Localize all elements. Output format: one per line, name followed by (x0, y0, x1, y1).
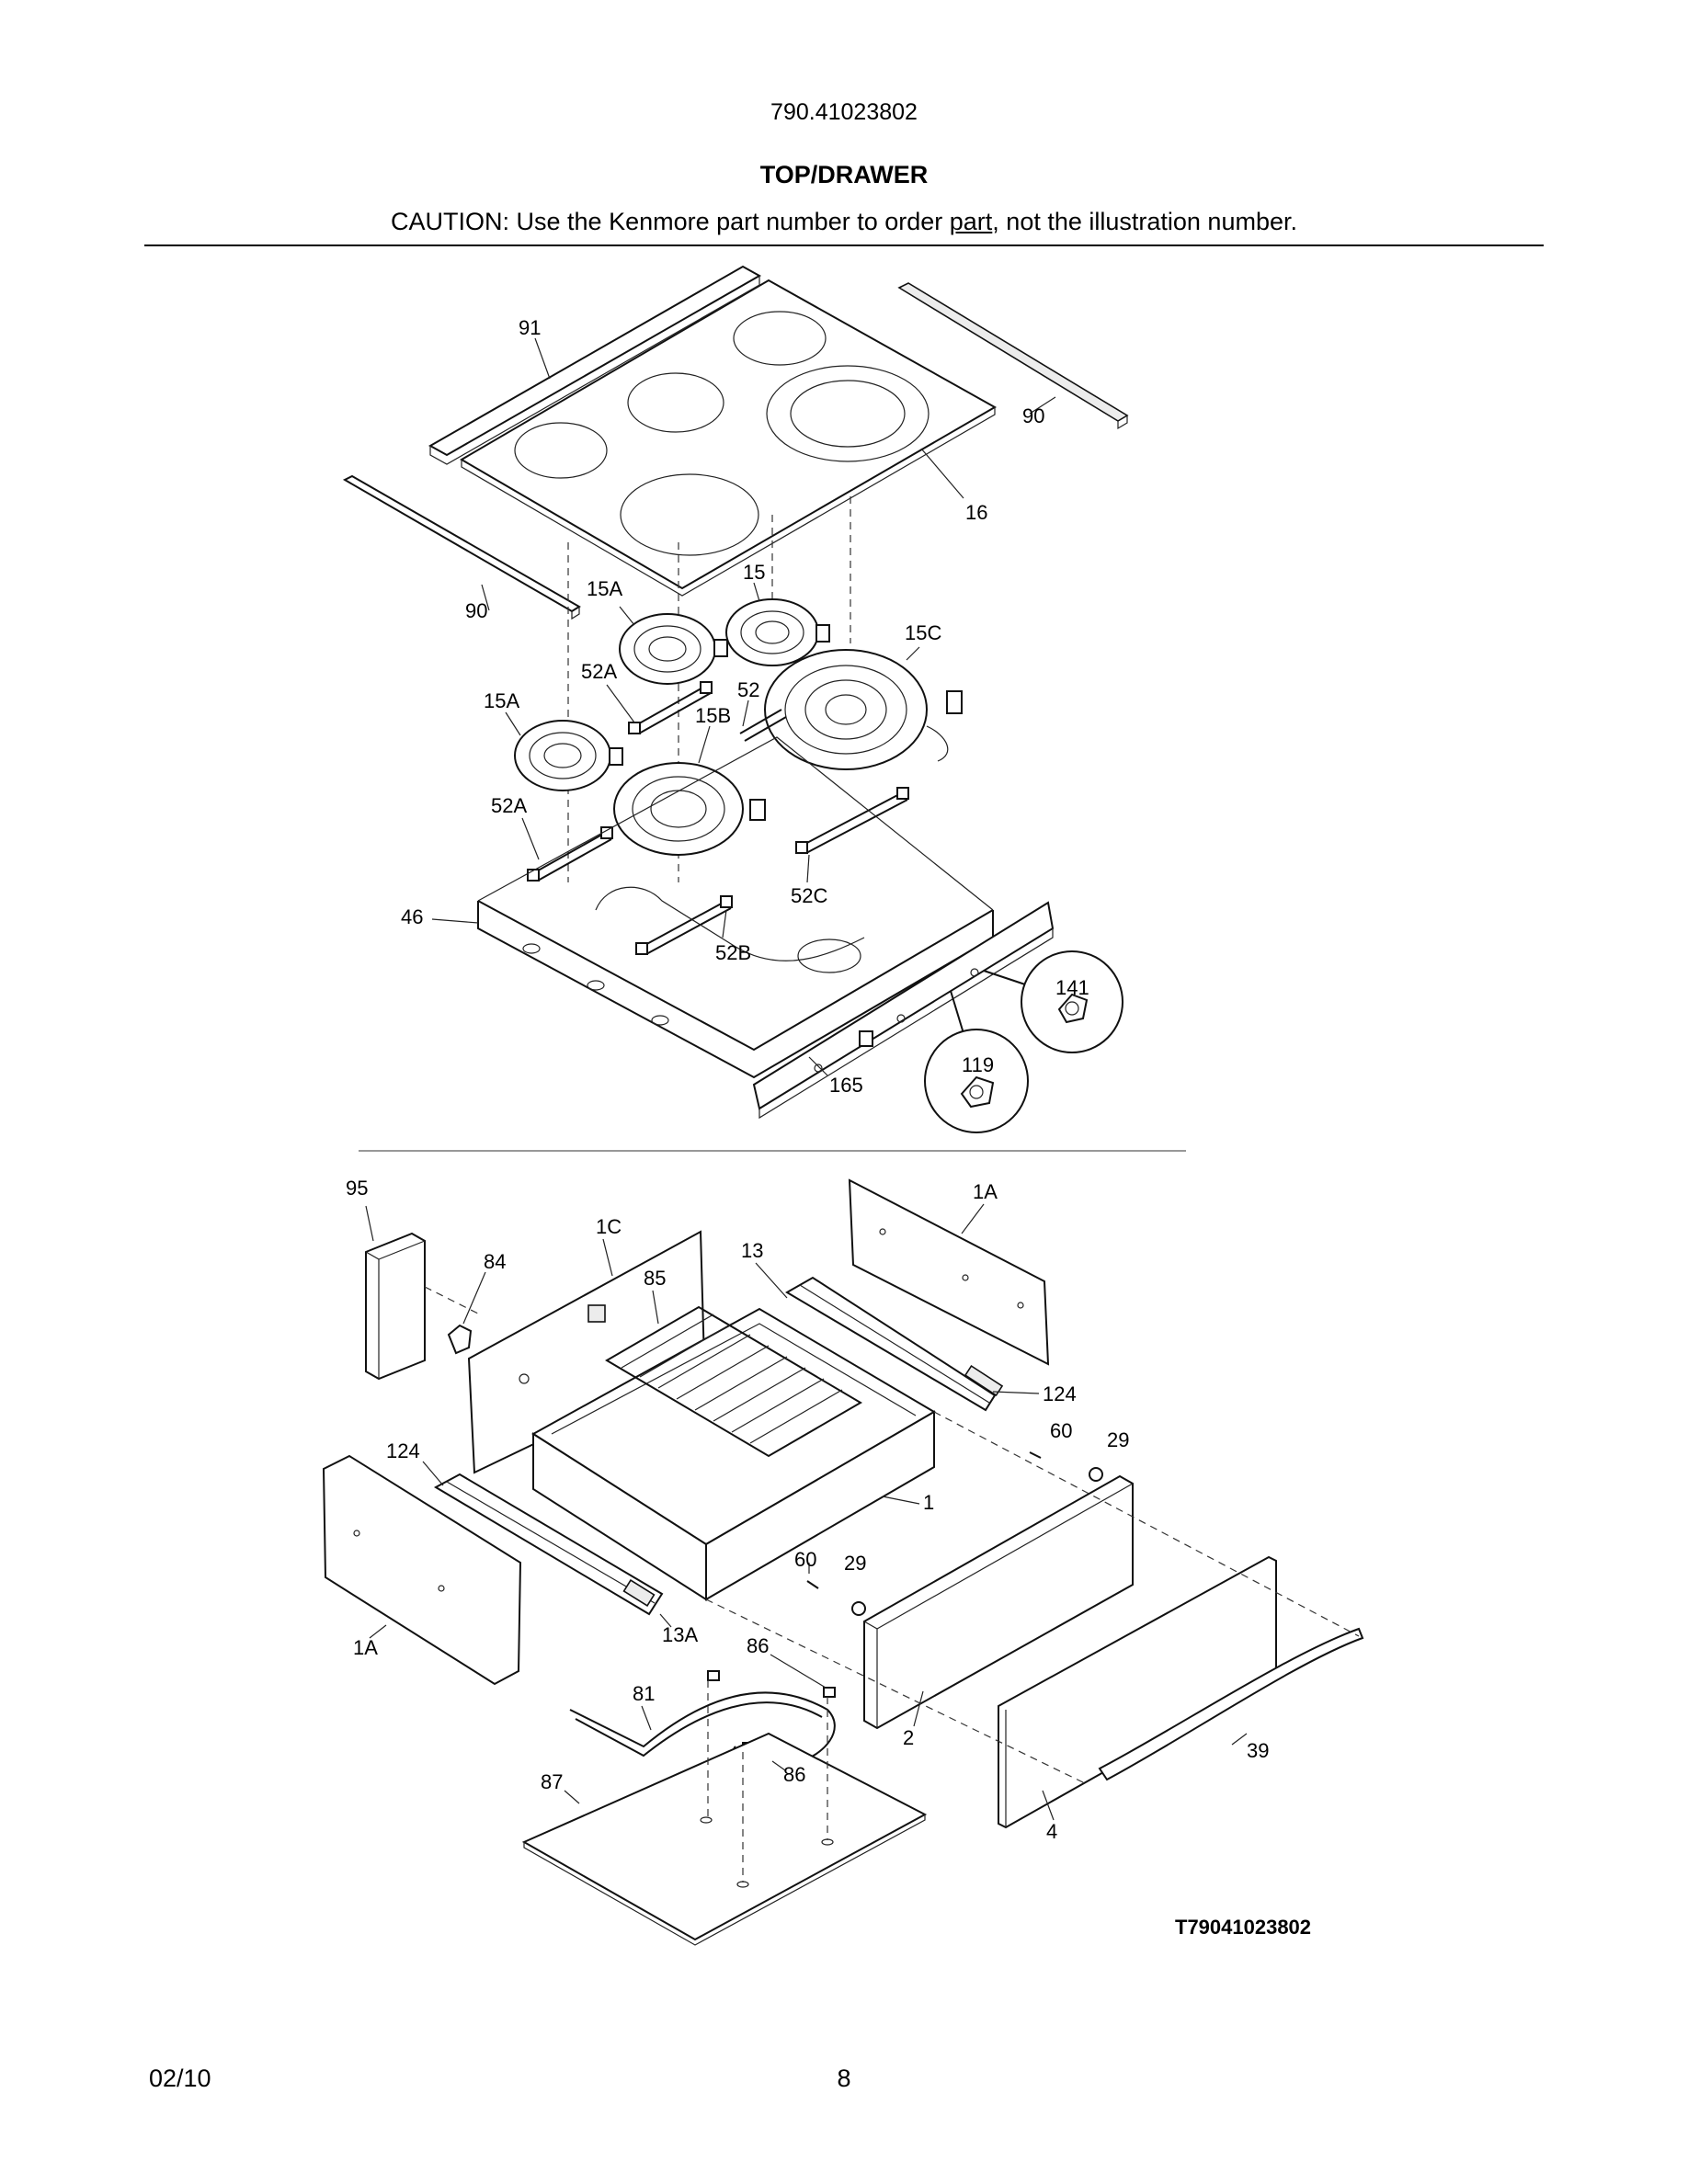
label-86b: 86 (783, 1763, 805, 1786)
label-52A-b: 52A (491, 794, 527, 817)
bracket-52 (739, 709, 787, 742)
slide-rail-13 (785, 1276, 1004, 1412)
label-87: 87 (541, 1770, 563, 1793)
drawer-handle-39 (1098, 1627, 1364, 1781)
label-15B: 15B (695, 704, 731, 727)
label-16: 16 (965, 501, 987, 524)
label-15A-b: 15A (484, 689, 519, 712)
caution-suffix: , not the illustration number. (992, 208, 1297, 235)
element-15B (613, 762, 766, 856)
label-1C: 1C (596, 1215, 622, 1238)
label-29b: 29 (844, 1552, 866, 1575)
label-4: 4 (1046, 1820, 1057, 1843)
caution-prefix: CAUTION: Use the Kenmore part number to … (391, 208, 950, 235)
label-124b: 124 (386, 1439, 420, 1462)
label-1A-b: 1A (353, 1636, 378, 1659)
trim-strip-90-right (897, 282, 1129, 430)
cooktop-glass-16 (460, 279, 998, 597)
element-15C (764, 649, 963, 770)
label-119: 119 (962, 1053, 994, 1076)
label-39: 39 (1247, 1739, 1269, 1762)
label-60: 60 (1050, 1419, 1072, 1442)
model-number: 790.41023802 (770, 99, 918, 125)
cooktop-tray-46 (477, 736, 994, 1079)
label-90: 90 (1022, 404, 1044, 427)
label-85: 85 (644, 1267, 666, 1290)
drawer-panel-2 (863, 1474, 1134, 1730)
caution-note: CAUTION: Use the Kenmore part number to … (0, 208, 1688, 236)
label-52B: 52B (715, 941, 751, 964)
oven-floor-87 (521, 1732, 928, 1946)
hardware-60-29 (806, 1451, 1103, 1616)
drawer-box-1 (531, 1307, 936, 1601)
label-2: 2 (903, 1726, 914, 1749)
header-divider (144, 245, 1544, 246)
label-29: 29 (1107, 1428, 1129, 1451)
drawing-code: T79041023802 (1175, 1916, 1311, 1939)
trim-strip-90-left (342, 474, 581, 620)
element-15A-front (514, 720, 623, 791)
label-52: 52 (737, 678, 759, 701)
element-15 (725, 598, 830, 666)
callout-141 (983, 950, 1123, 1053)
trim-strip-91 (428, 265, 762, 465)
label-52C: 52C (791, 884, 827, 907)
cover-95 (365, 1232, 426, 1381)
label-60b: 60 (794, 1548, 816, 1571)
label-84: 84 (484, 1250, 506, 1273)
element-15A-rear (619, 613, 728, 685)
bracket-52A-front (527, 826, 613, 882)
leaders-top (431, 337, 1056, 1076)
caution-underlined-word: part (949, 208, 993, 235)
label-13: 13 (741, 1239, 763, 1262)
label-86: 86 (747, 1634, 769, 1657)
label-90b: 90 (465, 599, 487, 622)
side-panel-1A-right (848, 1178, 1050, 1366)
bracket-52A-rear (628, 681, 713, 734)
page-title: TOP/DRAWER (759, 161, 929, 188)
label-15: 15 (743, 561, 765, 584)
bracket-52B (635, 895, 733, 955)
label-81: 81 (633, 1682, 655, 1705)
bracket-52C (795, 787, 909, 854)
label-95: 95 (346, 1177, 368, 1200)
label-141: 141 (1055, 976, 1089, 999)
label-15C: 15C (905, 621, 941, 644)
control-bracket-165 (752, 901, 1055, 1120)
label-1: 1 (923, 1491, 934, 1514)
label-52A: 52A (581, 660, 617, 683)
side-panel-1A-left (322, 1454, 522, 1686)
footer-date: 02/10 (149, 2065, 211, 2092)
label-124: 124 (1043, 1382, 1077, 1405)
label-46: 46 (401, 905, 423, 928)
label-165: 165 (829, 1074, 863, 1097)
footer-page-number: 8 (837, 2065, 851, 2092)
part-84 (447, 1324, 473, 1355)
slide-rail-13A (433, 1473, 664, 1616)
oven-rack-85 (605, 1305, 862, 1458)
label-15A: 15A (587, 577, 622, 600)
label-1A: 1A (973, 1180, 998, 1203)
label-91: 91 (519, 316, 541, 339)
leaders-drawer (365, 1203, 1248, 1821)
label-13A: 13A (662, 1623, 698, 1646)
callout-119 (924, 990, 1029, 1133)
